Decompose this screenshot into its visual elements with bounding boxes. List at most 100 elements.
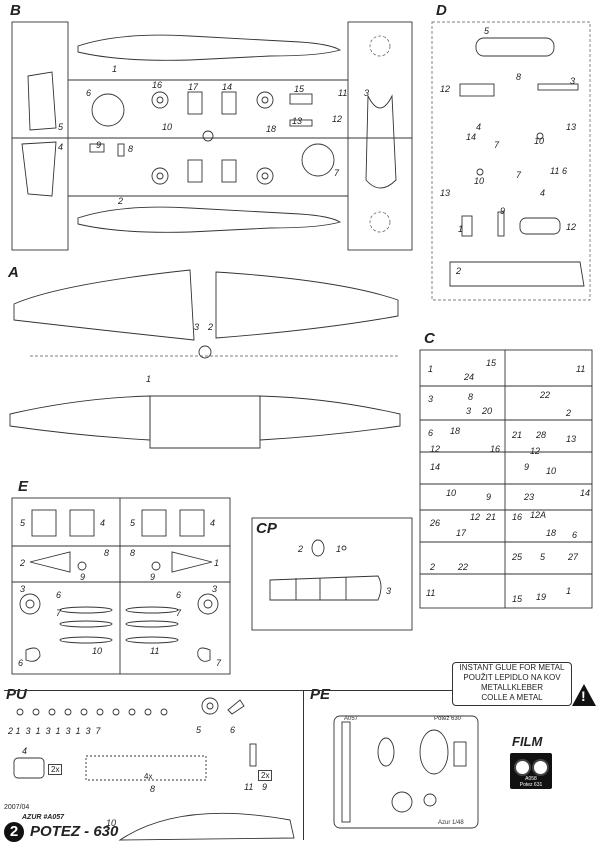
svg-text:4: 4 (540, 188, 545, 198)
svg-text:22: 22 (457, 562, 468, 572)
svg-text:14: 14 (466, 132, 476, 142)
svg-text:15: 15 (294, 84, 305, 94)
pu-qty-4x: 4x (144, 772, 153, 781)
svg-text:11: 11 (550, 166, 559, 176)
svg-text:4: 4 (210, 518, 215, 528)
svg-text:6: 6 (230, 725, 235, 735)
svg-text:11: 11 (244, 782, 253, 792)
warning-line-1: INSTANT GLUE FOR METAL (459, 663, 565, 672)
section-label-b: B (10, 2, 21, 19)
svg-text:4: 4 (22, 746, 27, 756)
svg-text:10: 10 (474, 176, 484, 186)
svg-text:23: 23 (523, 492, 534, 502)
film-lens-left (514, 759, 531, 776)
svg-text:3: 3 (428, 394, 433, 404)
svg-text:6: 6 (56, 590, 61, 600)
svg-text:20: 20 (481, 406, 492, 416)
svg-text:14: 14 (430, 462, 440, 472)
svg-text:13: 13 (566, 434, 576, 444)
svg-text:3: 3 (570, 76, 575, 86)
section-divider-vertical (303, 690, 304, 840)
svg-text:19: 19 (536, 592, 546, 602)
pu-part-numbers: 2 1 3 1 3 1 3 1 3 7 (8, 726, 101, 736)
pu-qty-2x: 2x (48, 764, 63, 775)
wing-center (149, 395, 261, 449)
svg-text:3: 3 (364, 88, 369, 98)
section-label-d: D (436, 2, 447, 19)
svg-text:12: 12 (332, 114, 342, 124)
svg-text:24: 24 (463, 372, 474, 382)
svg-text:9: 9 (524, 462, 529, 472)
svg-text:1: 1 (112, 64, 117, 74)
svg-text:7: 7 (176, 608, 182, 618)
svg-text:15: 15 (486, 358, 497, 368)
wing-left-top (13, 269, 195, 341)
svg-text:5: 5 (196, 725, 202, 735)
svg-text:14: 14 (222, 82, 232, 92)
svg-text:16: 16 (152, 80, 162, 90)
svg-text:6: 6 (562, 166, 567, 176)
svg-text:27: 27 (567, 552, 579, 562)
svg-text:5: 5 (484, 26, 490, 36)
svg-text:25: 25 (511, 552, 523, 562)
svg-text:8: 8 (516, 72, 521, 82)
svg-text:1: 1 (146, 374, 151, 384)
svg-text:15: 15 (512, 594, 523, 604)
svg-text:10: 10 (546, 466, 556, 476)
svg-text:2: 2 (297, 544, 303, 554)
film-lens-right (532, 759, 549, 776)
svg-text:3: 3 (20, 584, 25, 594)
svg-text:7: 7 (56, 608, 62, 618)
fuselage-half-bottom (77, 206, 342, 233)
svg-text:12: 12 (440, 84, 450, 94)
svg-text:8: 8 (130, 548, 135, 558)
pe-name: Potez 630 (434, 716, 462, 722)
svg-text:18: 18 (546, 528, 556, 538)
svg-text:18: 18 (266, 124, 276, 134)
svg-text:7: 7 (334, 168, 340, 178)
svg-text:7: 7 (494, 140, 500, 150)
svg-text:17: 17 (188, 82, 199, 92)
pe-scale: Azur 1/48 (438, 820, 464, 826)
film-code: A058 (525, 776, 537, 782)
svg-text:8: 8 (468, 392, 473, 402)
svg-text:16: 16 (490, 444, 500, 454)
svg-text:6: 6 (428, 428, 433, 438)
svg-text:21: 21 (485, 512, 496, 522)
svg-text:1: 1 (428, 364, 433, 374)
svg-text:10: 10 (92, 646, 102, 656)
svg-text:11: 11 (426, 588, 435, 598)
svg-text:6: 6 (86, 88, 91, 98)
svg-text:17: 17 (456, 528, 467, 538)
svg-text:4: 4 (58, 142, 63, 152)
svg-text:11: 11 (338, 88, 347, 98)
svg-text:2: 2 (117, 196, 123, 206)
svg-text:9: 9 (80, 572, 85, 582)
svg-text:5: 5 (20, 518, 26, 528)
svg-text:1: 1 (214, 558, 219, 568)
film-name: Potez 631 (519, 782, 543, 788)
section-label-c: C (424, 330, 435, 347)
footer-code: AZUR #A057 (22, 814, 65, 821)
svg-text:18: 18 (450, 426, 460, 436)
wing-lower-right (259, 395, 401, 441)
svg-text:10: 10 (162, 122, 172, 132)
svg-text:7: 7 (516, 170, 522, 180)
svg-text:10: 10 (446, 488, 456, 498)
svg-text:22: 22 (539, 390, 550, 400)
svg-text:16: 16 (512, 512, 522, 522)
svg-text:13: 13 (440, 188, 450, 198)
svg-text:8: 8 (128, 144, 133, 154)
svg-text:8: 8 (150, 784, 155, 794)
page-number: 2 (4, 822, 24, 842)
section-divider-horizontal (4, 690, 452, 691)
exclamation-icon: ! (572, 684, 596, 706)
svg-text:26: 26 (429, 518, 440, 528)
svg-text:2: 2 (455, 266, 461, 276)
